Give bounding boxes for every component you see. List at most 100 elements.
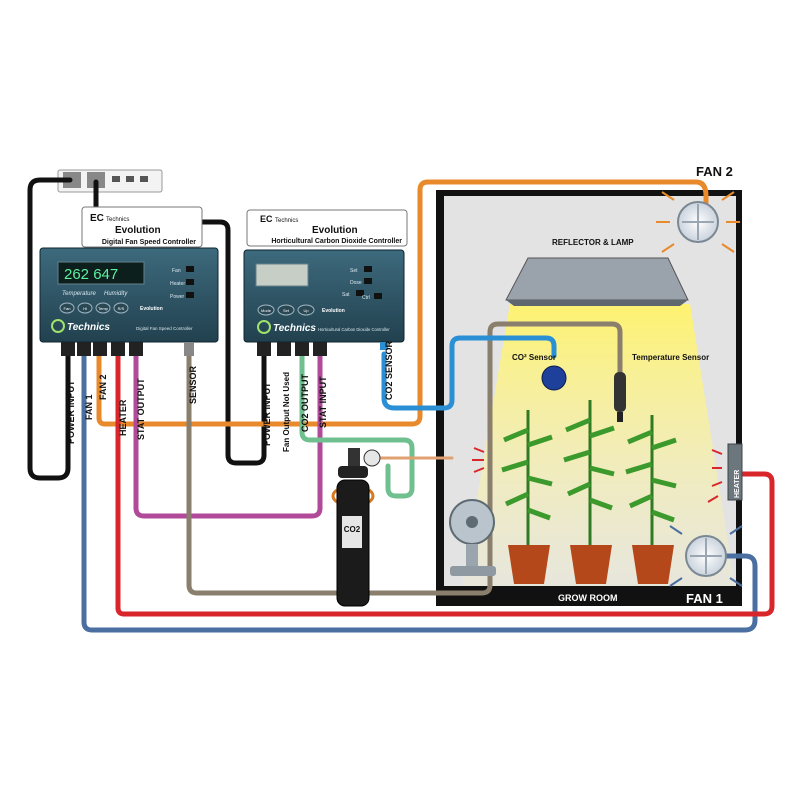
fan-2-unit: FAN 2 <box>656 164 740 253</box>
controller2-buttons: Mode Set Up Evolution <box>257 304 345 316</box>
controller1-button-2-label: Hi <box>83 306 87 311</box>
label-heater: HEATER <box>118 399 128 436</box>
port-labels: POWER INPUT FAN 1 FAN 2 HEATER STAT OUTP… <box>66 340 394 452</box>
cable-fan-2 <box>96 179 709 427</box>
controller2-footer: Horticultural Carbon Dioxide Controller <box>318 327 390 332</box>
power-strip <box>57 169 163 193</box>
controller2-indicator-4: Ctrl <box>362 295 370 301</box>
controller1-button-1-label: Fan <box>64 306 71 311</box>
controller1-button-3-label: Temp <box>98 306 109 311</box>
controller1-readout-right: Humidity <box>104 291 128 297</box>
label-fan-output-not-used: Fan Output Not Used <box>282 372 291 452</box>
controller1-ec-logo <box>51 319 65 333</box>
temp-sensor-label: Temperature Sensor <box>632 353 709 362</box>
controller1-button-2[interactable] <box>77 302 93 314</box>
regulator-gauge <box>363 449 381 467</box>
label-co2-output: CO2 OUTPUT <box>300 373 310 432</box>
controller1-led-fan <box>186 266 194 272</box>
controller1-indicator-heater: Heater <box>170 281 185 287</box>
controller2-ec-logo <box>257 320 271 334</box>
controller2-indicator-1: Set <box>350 268 358 274</box>
controller1-display <box>57 261 145 285</box>
controller2-button-3[interactable] <box>297 304 315 316</box>
controller1-connectors <box>61 342 194 356</box>
controller2-button-1[interactable] <box>257 304 275 316</box>
controller2-series: Evolution <box>312 225 358 236</box>
controller2-button-2-label: Set <box>283 308 290 313</box>
label-stat-output: STAT OUTPUT <box>136 378 146 440</box>
heater-label: HEATER <box>734 470 741 498</box>
heater-body <box>727 443 743 501</box>
controller1-series: Evolution <box>115 225 161 236</box>
controller1-series-badge: Evolution <box>140 306 163 312</box>
controller2-title: Horticultural Carbon Dioxide Controller <box>271 238 402 245</box>
controller1-title: Digital Fan Speed Controller <box>102 239 196 246</box>
controller1-buttons: Fan Hi Temp R/S Evolution <box>59 302 163 314</box>
controller1-logo: EC <box>90 213 104 224</box>
circulation-fan <box>449 499 496 576</box>
controller1-led-power <box>186 292 194 298</box>
controller2-series-badge: Evolution <box>322 308 345 314</box>
plant-3 <box>625 415 677 584</box>
controller1-indicator-fan: Fan <box>172 268 181 274</box>
label-power-input-2: POWER INPUT <box>262 382 272 446</box>
controller1-button-4[interactable] <box>113 302 129 314</box>
label-power-input-1: POWER INPUT <box>66 380 76 444</box>
controller1-footer: Digital Fan Speed Controller <box>136 326 193 331</box>
label-co2-sensor: CO2 SENSOR <box>384 340 394 400</box>
co2-sensor-probe: CO² Sensor <box>512 353 567 391</box>
plants <box>501 400 677 584</box>
controller2-logo: EC <box>260 214 273 224</box>
controller1-label-card <box>81 206 203 248</box>
controller2-brand: Technics <box>275 218 298 224</box>
controller2-connectors <box>257 342 388 356</box>
controller1-display-value: 262 647 <box>64 266 118 283</box>
co2-controller: EC Technics Evolution Horticultural Carb… <box>243 209 408 356</box>
label-fan-2: FAN 2 <box>98 374 108 400</box>
controller2-button-1-label: Mode <box>261 308 272 313</box>
controller1-brand-mark: Technics <box>67 322 110 333</box>
label-stat-input: STAT INPUT <box>318 376 328 428</box>
plant-1 <box>501 410 553 584</box>
co2-sensor-ball <box>541 365 567 391</box>
controller1-readout-left: Temperature <box>62 291 96 297</box>
temperature-sensor-probe: Temperature Sensor <box>614 353 709 422</box>
co2-sensor-label: CO² Sensor <box>512 353 556 362</box>
controller2-led-1 <box>364 266 372 272</box>
controller1-button-3[interactable] <box>95 302 111 314</box>
controller1-indicator-power: Power <box>170 294 185 300</box>
controller2-led-4 <box>374 293 382 299</box>
fan-1-label: FAN 1 <box>686 591 723 606</box>
controller2-indicator-2: Dose <box>350 280 362 286</box>
cable-fan-1 <box>81 351 758 633</box>
fan-1-unit <box>669 525 743 587</box>
fan-2-label: FAN 2 <box>696 164 733 179</box>
controller2-brand-mark: Technics <box>273 323 316 334</box>
controller1-led-heater <box>186 279 194 285</box>
cylinder-label: CO2 <box>344 525 361 534</box>
controller1-button-4-label: R/S <box>118 306 125 311</box>
plant-2 <box>563 400 615 584</box>
cable-sensor <box>186 321 623 596</box>
tube-co2-output <box>299 351 415 499</box>
heater-unit: HEATER <box>472 443 743 503</box>
cables <box>27 177 775 633</box>
controller1-brand: Technics <box>106 217 129 223</box>
cable-power-1 <box>27 177 73 481</box>
controller2-led-2 <box>364 278 372 284</box>
label-sensor: SENSOR <box>188 365 198 404</box>
cable-heater <box>115 351 775 617</box>
reflector-lamp: REFLECTOR & LAMP <box>505 238 689 306</box>
controller1-button-1[interactable] <box>59 302 75 314</box>
grow-room-label: GROW ROOM <box>558 593 618 603</box>
controller2-lcd <box>255 263 309 287</box>
controller2-button-2[interactable] <box>277 304 295 316</box>
controller2-led-3 <box>356 290 364 296</box>
fan-speed-controller: EC Technics Evolution Digital Fan Speed … <box>39 206 219 356</box>
cable-co2-sensor <box>381 335 557 411</box>
controller2-button-3-label: Up <box>303 308 309 313</box>
controller2-label-card <box>246 209 408 247</box>
controller2-indicator-3: Sat <box>342 292 350 298</box>
